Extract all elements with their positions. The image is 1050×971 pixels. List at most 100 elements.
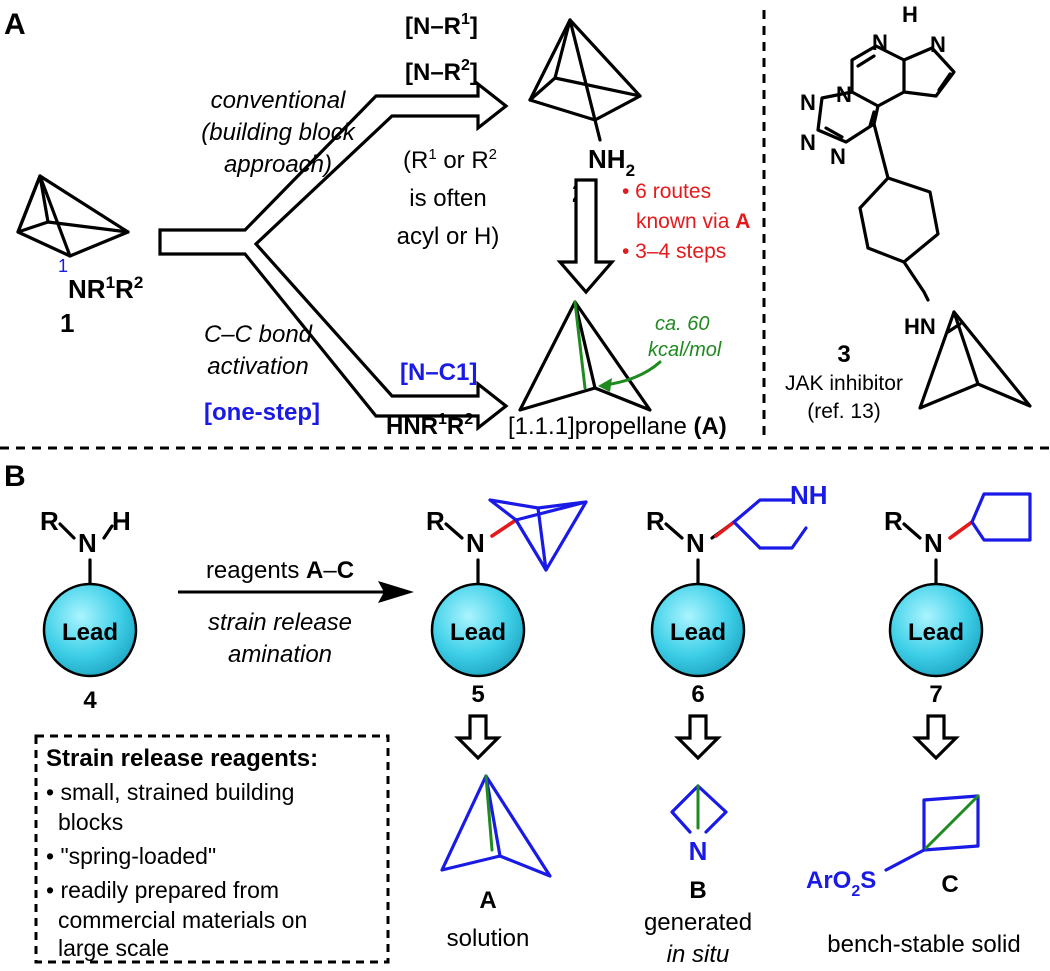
cmpd5-n: N [466, 528, 485, 558]
energy-line-1: ca. 60 [655, 313, 709, 335]
compound-1-label: 1 [60, 308, 74, 338]
n-r2-label: [N–R2] [405, 57, 478, 86]
note-line-3: acyl or H) [397, 223, 500, 250]
reagent-a-structure [440, 774, 552, 878]
reagent-c-sulfonyl: ArO2S [806, 867, 876, 900]
down-arrow-7 [912, 714, 960, 761]
cmpd4-lead-text: Lead [62, 619, 118, 646]
compound-3-ref: (ref. 13) [807, 400, 881, 423]
cmpd4-lead-sphere [42, 582, 138, 678]
note-line-1: (R1 or R2 [403, 146, 497, 174]
bridgehead-number: 1 [58, 256, 68, 276]
compound-1-substituent: NR1R2 [68, 273, 143, 304]
cmpd7-new-bond [948, 520, 974, 540]
info-box-item-2: blocks [58, 809, 123, 835]
reagent-b-desc1: generated [644, 909, 752, 936]
n-r1-label: [N–R1] [405, 11, 478, 40]
compound-2-amine: NH2 [588, 144, 635, 180]
propellane-name: [1.1.1]propellane (A) [508, 413, 727, 440]
cmpd6-n: N [686, 528, 705, 558]
compound-3-name: JAK inhibitor [785, 372, 903, 395]
routes-line-3: • 3–4 steps [622, 240, 726, 263]
compound-2-structure [528, 18, 642, 142]
cmpd4-n: N [78, 528, 97, 558]
propellane-structure [518, 300, 652, 412]
cmpd4-r: R [40, 506, 59, 536]
reagent-a-desc: solution [447, 925, 530, 952]
reagent-a-label: A [479, 887, 496, 914]
cmpd5-bcp [488, 498, 588, 572]
amination-text: amination [228, 641, 332, 668]
strain-release-text: strain release [208, 609, 352, 636]
triazole-n3-atom: N [830, 144, 846, 169]
cmpd6-azetidine [732, 498, 808, 550]
down-arrow-6 [674, 714, 722, 761]
note-line-2: is often [409, 185, 486, 212]
conventional-text: conventional [211, 87, 346, 114]
cmpd5-lead-sphere [430, 582, 526, 678]
one-step-text: [one-step] [204, 399, 320, 426]
info-box-title: Strain release reagents: [46, 745, 318, 772]
compound-3-bcp [918, 310, 1032, 410]
compound-1-structure [16, 174, 130, 258]
cmpd7-n: N [924, 528, 943, 558]
forked-arrow [158, 80, 509, 432]
amine-reagent: HNR1R2 [386, 411, 473, 440]
approach-text: approach) [224, 151, 332, 178]
reagents-text: reagents A–C [206, 557, 354, 584]
down-arrow-5 [454, 714, 502, 761]
building-block-text: (building block [201, 119, 356, 146]
routes-line-1: • 6 routes [622, 180, 711, 203]
cmpd7-cyclobutane [970, 492, 1032, 542]
cmpd7-label: 7 [929, 681, 942, 708]
cmpd6-lead-text: Lead [670, 619, 726, 646]
cmpd7-lead-text: Lead [908, 619, 964, 646]
n-c1-label: [N–C1] [400, 359, 477, 386]
cmpd7-lead-sphere [888, 582, 984, 678]
routes-line-2: known via A [636, 210, 750, 233]
info-box-item-3: • "spring-loaded" [46, 843, 216, 869]
cmpd7-r: R [884, 506, 903, 536]
cmpd6-label: 6 [691, 681, 704, 708]
compound-3-label: 3 [837, 341, 850, 368]
cmpd6-lead-sphere [650, 582, 746, 678]
energy-line-2: kcal/mol [648, 339, 722, 361]
nh-h-atom: H [902, 2, 918, 27]
panel-a-label: A [4, 8, 26, 41]
pyrrole-n-atom: N [930, 32, 946, 57]
info-box-item-4: • readily prepared from [46, 877, 279, 903]
cmpd4-h: H [112, 506, 131, 536]
energy-arrow [603, 360, 662, 387]
cc-bond-text: C–C bond [204, 321, 313, 348]
info-box [34, 734, 390, 964]
info-box-item-1: • small, strained building [46, 779, 294, 805]
cmpd6-new-bond [714, 520, 736, 538]
reagent-c-structure [884, 794, 980, 872]
triazole-n2-atom: N [800, 130, 816, 155]
cmpd5-lead-text: Lead [450, 619, 506, 646]
info-box-item-5: commercial materials on [58, 907, 307, 933]
reagent-b-structure [670, 784, 728, 834]
compound-3-structure [816, 44, 956, 302]
cmpd6-nh: NH [790, 480, 828, 510]
cmpd5-label: 5 [471, 681, 484, 708]
pyrimidine-n-atom: N [872, 30, 888, 55]
panel-b-label: B [4, 460, 26, 493]
cmpd4-label: 4 [83, 687, 97, 714]
bridge-n-atom: N [836, 82, 852, 107]
cmpd6-r: R [646, 506, 665, 536]
reagent-b-desc2: in situ [667, 941, 730, 968]
hn-atom: HN [904, 314, 936, 339]
reagent-b-n: N [689, 836, 708, 866]
reaction-arrowhead [378, 581, 414, 603]
triazole-n1-atom: N [800, 90, 816, 115]
reagent-b-label: B [689, 877, 706, 904]
down-arrow-a [556, 178, 616, 295]
info-box-item-6: large scale [58, 935, 169, 961]
reagent-c-label: C [941, 871, 958, 898]
reagent-c-desc: bench-stable solid [827, 931, 1020, 958]
cmpd5-new-bond [490, 518, 518, 538]
activation-text: activation [207, 353, 308, 380]
